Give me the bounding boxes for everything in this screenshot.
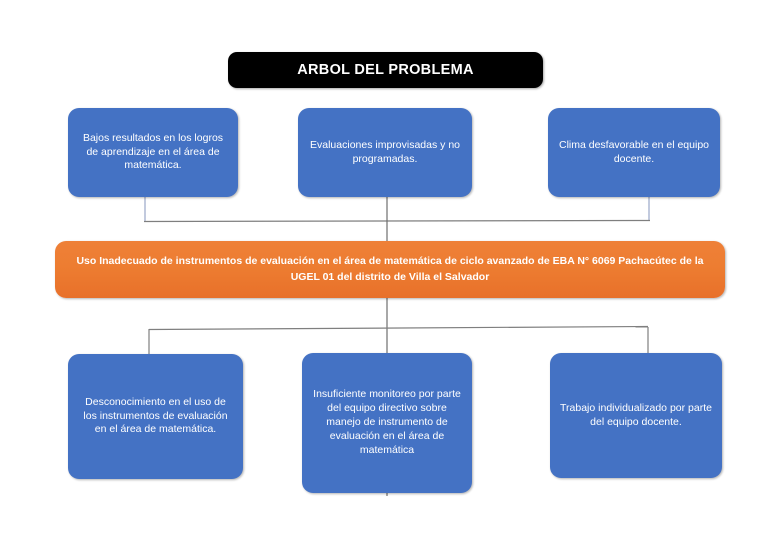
page-title: ARBOL DEL PROBLEMA (297, 62, 474, 78)
effect-box-3-label: Clima desfavorable en el equipo docente. (558, 138, 709, 165)
connector-effect-bus (143, 219, 651, 223)
effect-box-2-label: Evaluaciones improvisadas y no programad… (310, 138, 460, 165)
cause-box-3[interactable]: Trabajo individualizado por parte del eq… (550, 353, 722, 478)
connector-cause-bus (148, 325, 649, 331)
diagram-title-banner: ARBOL DEL PROBLEMA (228, 52, 543, 88)
cause-box-1[interactable]: Desconocimiento en el uso de los instrum… (68, 354, 243, 479)
central-problem-box[interactable]: Uso Inadecuado de instrumentos de evalua… (55, 241, 725, 298)
cause-box-3-label: Trabajo individualizado por parte del eq… (560, 401, 712, 428)
cause-box-2-label: Insuficiente monitoreo por parte del equ… (313, 388, 461, 456)
central-problem-label: Uso Inadecuado de instrumentos de evalua… (76, 254, 704, 283)
cause-box-1-label: Desconocimiento en el uso de los instrum… (83, 395, 228, 436)
effect-box-2[interactable]: Evaluaciones improvisadas y no programad… (298, 108, 472, 197)
cause-box-2[interactable]: Insuficiente monitoreo por parte del equ… (302, 353, 472, 493)
effect-box-1-label: Bajos resultados en los logros de aprend… (82, 131, 224, 172)
effect-box-3[interactable]: Clima desfavorable en el equipo docente. (548, 108, 720, 197)
effect-box-1[interactable]: Bajos resultados en los logros de aprend… (68, 108, 238, 197)
